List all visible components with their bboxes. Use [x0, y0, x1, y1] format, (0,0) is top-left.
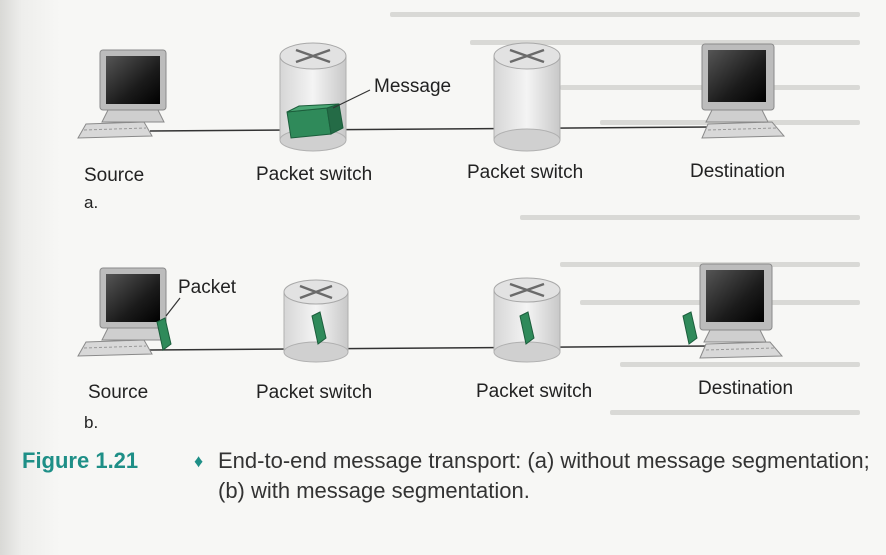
computer-icon — [77, 267, 167, 357]
message-label: Message — [374, 76, 451, 97]
part-b-label: b. — [84, 413, 98, 432]
diagram-part-a: Message Source a. Packet switch Packet s… — [77, 42, 786, 212]
destination-label: Destination — [690, 161, 785, 182]
caption-text: End-to-end message transport: (a) withou… — [218, 448, 870, 503]
part-a-label: a. — [84, 193, 98, 212]
message-pointer — [332, 89, 371, 109]
computer-icon — [701, 43, 786, 139]
link-line — [149, 345, 713, 351]
packet-pointer — [165, 297, 181, 317]
router-icon — [493, 42, 561, 152]
packet-switch-label: Packet switch — [256, 382, 372, 403]
packet-switch-label: Packet switch — [476, 381, 592, 402]
figure-number: Figure 1.21 — [22, 448, 139, 473]
network-diagram: Message Source a. Packet switch Packet s… — [77, 42, 793, 432]
destination-label: Destination — [698, 378, 793, 399]
diagram-part-b: Packet — [77, 263, 793, 432]
diamond-bullet-icon: ♦ — [194, 451, 204, 471]
packet-icon — [682, 311, 698, 345]
packet-switch-label: Packet switch — [467, 162, 583, 183]
message-block-icon — [286, 103, 344, 139]
computer-icon — [77, 49, 167, 139]
packet-icon — [519, 311, 535, 345]
packet-icon — [156, 317, 172, 351]
packet-icon — [311, 311, 327, 345]
router-icon — [283, 279, 349, 363]
link-line — [149, 126, 713, 132]
source-label: Source — [88, 382, 148, 403]
packet-label: Packet — [178, 277, 237, 298]
packet-switch-label: Packet switch — [256, 164, 372, 185]
computer-icon — [699, 263, 784, 359]
source-label: Source — [84, 165, 144, 186]
